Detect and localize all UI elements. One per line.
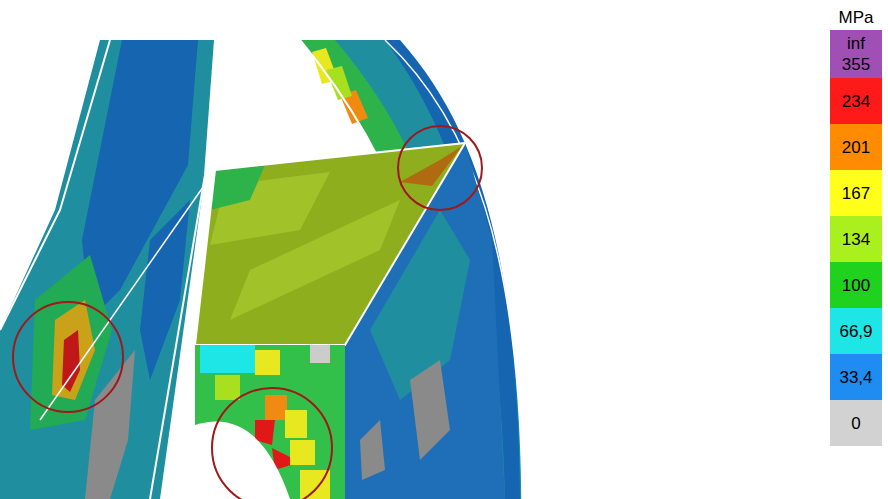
left-flange (0, 40, 215, 499)
edge-line (0, 40, 110, 330)
high-stress-zone (400, 146, 462, 186)
legend-value: 234 (842, 93, 870, 110)
zero-stress-zone (360, 420, 385, 480)
medium-stress-zone (215, 375, 240, 400)
peak-stress-zone (62, 330, 80, 392)
hotspot-circle (398, 126, 482, 210)
medium-stress-zone (326, 66, 352, 100)
high-stress-zone (285, 410, 307, 438)
legend-value: 201 (842, 139, 870, 156)
edge-line (40, 170, 215, 420)
high-stress-zone (255, 350, 280, 375)
medium-stress-zone (30, 255, 112, 430)
medium-stress-zone (230, 200, 400, 320)
edge-line (195, 143, 465, 345)
legend-value: inf (847, 35, 865, 52)
legend-value: 167 (842, 185, 870, 202)
gusset-plate (195, 143, 465, 345)
low-stress-zone (140, 200, 190, 380)
low-stress-zone (230, 345, 255, 373)
high-stress-zone (290, 440, 315, 465)
low-stress-zone (200, 345, 230, 373)
hotspot-circle (13, 302, 123, 412)
hotspot-circle (212, 388, 332, 499)
medium-stress-zone (210, 165, 265, 210)
zero-stress-zone (410, 360, 450, 460)
unit-label: MPa (839, 9, 874, 26)
legend-value: 33,4 (839, 369, 872, 386)
legend-value: 66,9 (839, 323, 872, 340)
legend-value: 134 (842, 231, 870, 248)
high-stress-zone (265, 395, 287, 420)
legend-value: 0 (851, 415, 860, 432)
bracket-hole (195, 421, 290, 499)
legend-value: 100 (842, 277, 870, 294)
zero-stress-zone (310, 345, 330, 363)
legend-value: 355 (842, 56, 870, 73)
